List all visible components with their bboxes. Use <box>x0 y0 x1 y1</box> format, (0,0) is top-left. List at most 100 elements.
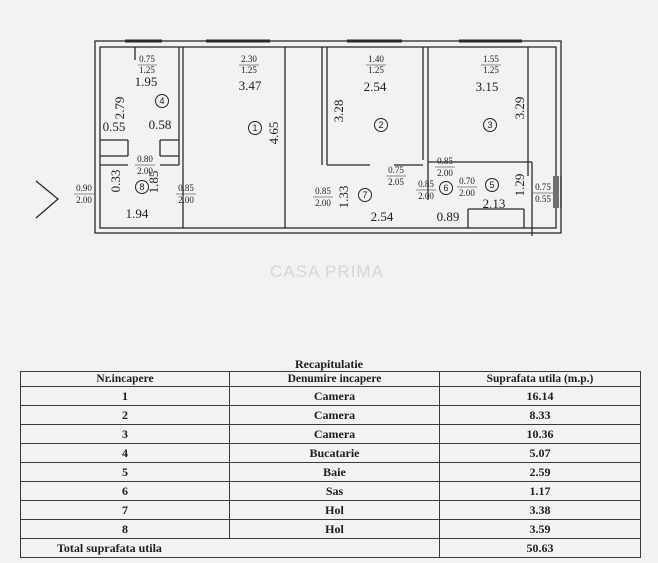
cell-room-name: Bucatarie <box>229 443 440 463</box>
door-r7a-width: 0.85 <box>315 186 331 196</box>
door-r7b-width: 0.75 <box>388 165 404 175</box>
recap-title: Recapitulatie <box>295 357 363 371</box>
total-label: Total suprafata utila <box>20 538 440 558</box>
table-row: 2 Camera 8.33 <box>20 405 641 425</box>
window-r2-width: 1.40 <box>368 54 384 64</box>
header-room-name: Denumire incapere <box>229 371 440 387</box>
door-r8-width: 0.80 <box>137 154 153 164</box>
dim-r5-height: 1.29 <box>512 174 527 197</box>
door-r1-width: 0.85 <box>178 183 194 193</box>
floor-plan: 0.75 1.25 2.30 1.25 1.40 1.25 1.55 1.25 … <box>35 39 562 236</box>
window-r4-width: 0.75 <box>139 54 155 64</box>
svg-text:2: 2 <box>378 120 383 130</box>
cell-area: 1.17 <box>439 481 641 501</box>
window-labels: 0.75 1.25 2.30 1.25 1.40 1.25 1.55 1.25 <box>138 54 501 75</box>
door-r6b-width: 0.85 <box>418 179 434 189</box>
cell-room-name: Camera <box>229 386 440 406</box>
table-row: 4 Bucatarie 5.07 <box>20 443 641 463</box>
table-row: 5 Baie 2.59 <box>20 462 641 482</box>
svg-text:8: 8 <box>139 182 144 192</box>
dim-r2-height: 3.28 <box>331 100 346 123</box>
dim-r8-a: 0.33 <box>108 170 123 193</box>
door-labels: 0.90 2.00 0.80 2.00 0.85 2.00 0.85 2.00 … <box>74 154 553 208</box>
cell-room-no: 5 <box>20 462 230 482</box>
cell-room-name: Sas <box>229 481 440 501</box>
door-r6a-height: 2.00 <box>437 168 453 178</box>
entry-arrow-icon <box>35 180 60 219</box>
total-value: 50.63 <box>439 538 641 558</box>
cell-room-name: Hol <box>229 519 440 539</box>
cell-area: 5.07 <box>439 443 641 463</box>
cell-room-no: 4 <box>20 443 230 463</box>
cell-area: 3.38 <box>439 500 641 520</box>
total-row: Total suprafata utila 50.63 <box>20 538 641 558</box>
table-row: 1 Camera 16.14 <box>20 386 641 406</box>
dim-r3-width: 3.15 <box>476 79 499 94</box>
window-r4-height: 1.25 <box>139 65 155 75</box>
room-number-8: 8 <box>135 180 149 194</box>
door-r7b-height: 2.05 <box>388 177 404 187</box>
room-number-4: 4 <box>155 94 169 108</box>
dim-r7-width: 2.54 <box>371 209 394 224</box>
cell-room-name: Camera <box>229 405 440 425</box>
dim-r8-width: 1.94 <box>126 206 149 221</box>
cell-room-no: 7 <box>20 500 230 520</box>
cell-room-no: 1 <box>20 386 230 406</box>
cell-room-no: 2 <box>20 405 230 425</box>
cell-area: 10.36 <box>439 424 641 444</box>
header-room-no: Nr.incapere <box>20 371 230 387</box>
window-r2-height: 1.25 <box>368 65 384 75</box>
door-r8-height: 2.00 <box>137 166 153 176</box>
dim-r8-b: 1.85 <box>146 171 161 194</box>
door-r5-height: 2.00 <box>459 188 475 198</box>
room-dimensions: 1.95 2.79 0.55 0.58 0.33 1.85 1.94 3.47 … <box>103 74 527 224</box>
door-r5-width: 0.70 <box>459 176 475 186</box>
svg-text:7: 7 <box>362 190 367 200</box>
room-number-3: 3 <box>483 118 497 132</box>
dim-r4-width: 1.95 <box>135 74 158 89</box>
door-entry-height: 2.00 <box>76 195 92 205</box>
dim-r5-width: 2.13 <box>483 196 506 211</box>
window-r1-height: 1.25 <box>241 65 257 75</box>
door-r7a-height: 2.00 <box>315 198 331 208</box>
dim-r1-height: 4.65 <box>266 122 281 145</box>
recap-table: Nr.incapere Denumire incapere Suprafata … <box>20 371 641 558</box>
door-r6a-width: 0.85 <box>437 156 453 166</box>
window-r3-width: 1.55 <box>483 54 499 64</box>
header-area: Suprafata utila (m.p.) <box>439 371 641 387</box>
door-r6b-height: 2.00 <box>418 191 434 201</box>
window-r3-height: 1.25 <box>483 65 499 75</box>
svg-text:6: 6 <box>443 183 448 193</box>
door-entry-width: 0.90 <box>76 183 92 193</box>
cell-room-name: Camera <box>229 424 440 444</box>
dim-r4-height: 2.79 <box>112 97 127 120</box>
dim-r7-height: 1.33 <box>336 186 351 209</box>
door-r1-height: 2.00 <box>178 195 194 205</box>
room-number-6: 6 <box>439 181 453 195</box>
svg-text:4: 4 <box>159 96 164 106</box>
table-row: 7 Hol 3.38 <box>20 500 641 520</box>
cell-room-no: 3 <box>20 424 230 444</box>
dim-r6-width: 0.89 <box>437 209 460 224</box>
cell-room-no: 8 <box>20 519 230 539</box>
room-number-1: 1 <box>248 121 262 135</box>
dim-r3-height: 3.29 <box>512 97 527 120</box>
dim-r4-a: 0.55 <box>103 119 126 134</box>
window-r1-width: 2.30 <box>241 54 257 64</box>
plan-walls <box>94 39 562 236</box>
window-r5-width: 0.75 <box>535 182 551 192</box>
svg-text:1: 1 <box>252 123 257 133</box>
cell-area: 2.59 <box>439 462 641 482</box>
svg-text:5: 5 <box>489 180 494 190</box>
table-header-row: Nr.incapere Denumire incapere Suprafata … <box>20 371 641 387</box>
room-number-2: 2 <box>374 118 388 132</box>
table-row: 6 Sas 1.17 <box>20 481 641 501</box>
cell-room-name: Baie <box>229 462 440 482</box>
dim-r1-width: 3.47 <box>239 78 262 93</box>
cell-area: 3.59 <box>439 519 641 539</box>
table-row: 3 Camera 10.36 <box>20 424 641 444</box>
cell-room-no: 6 <box>20 481 230 501</box>
cell-area: 16.14 <box>439 386 641 406</box>
window-r5-height: 0.55 <box>535 194 551 204</box>
svg-text:3: 3 <box>487 120 492 130</box>
